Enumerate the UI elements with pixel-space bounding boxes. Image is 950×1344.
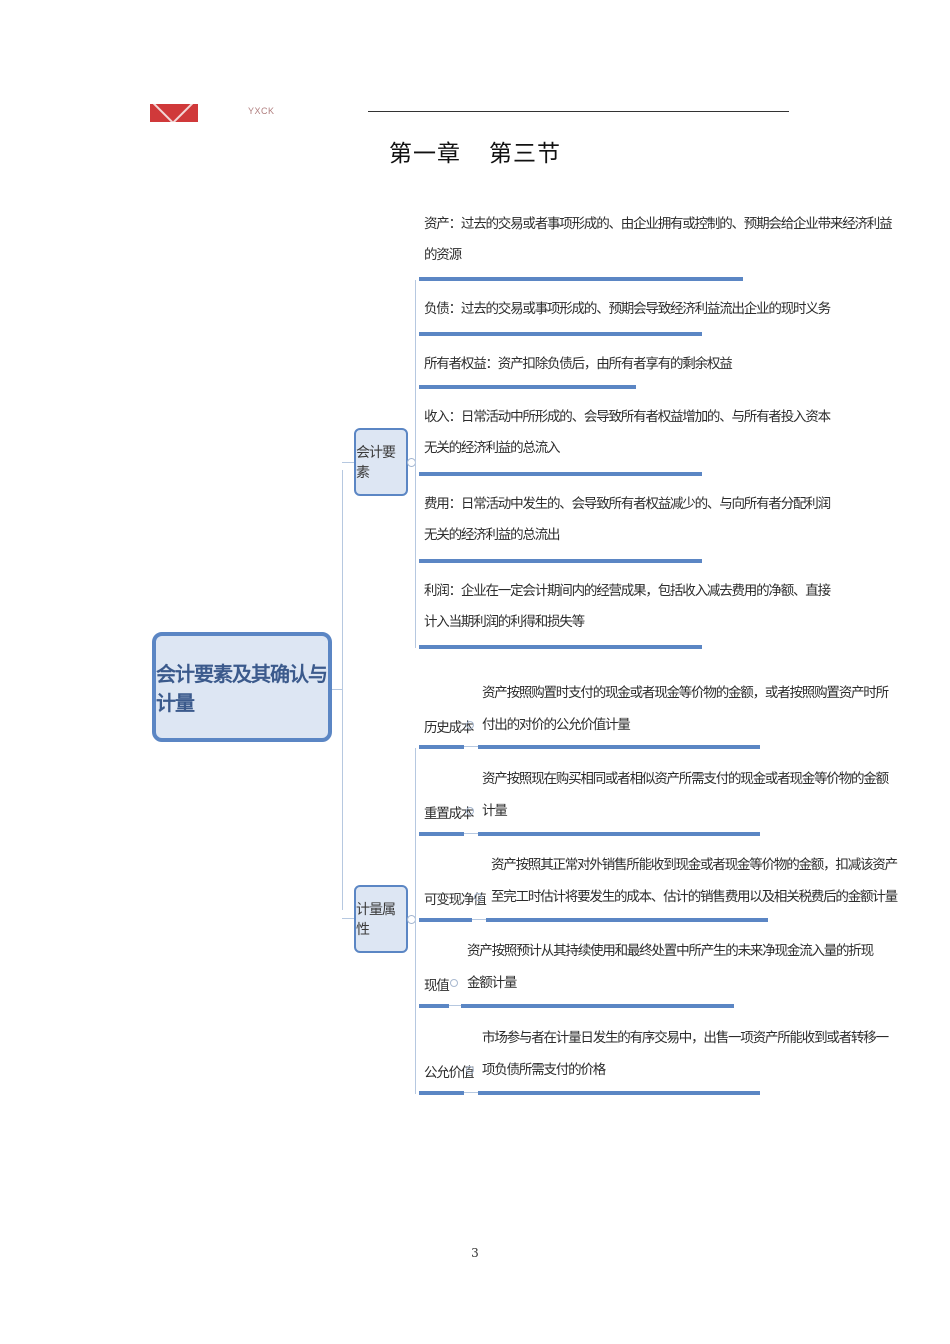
leaf-asset: 资产：过去的交易或者事项形成的、由企业拥有或控制的、预期会给企业带来经济利益 的… <box>424 216 893 263</box>
connector <box>464 1092 478 1093</box>
branch-node-accounting-elements: 会计要素 <box>354 428 408 496</box>
root-label: 会计要素及其确认与计量 <box>156 662 328 715</box>
measure-desc-historical-cost: 资产按照购置时支付的现金或者现金等价物的金额，或者按照购置资产时所 付出的对价的… <box>482 685 889 733</box>
connector <box>342 918 354 919</box>
connector <box>449 1005 461 1006</box>
connector <box>464 833 478 834</box>
measure-desc-replacement-cost: 资产按照现在购买相同或者相似资产所需支付的现金或者现金等价物的金额 计量 <box>482 771 889 819</box>
collapse-toggle-icon[interactable] <box>450 979 458 987</box>
page-number: 3 <box>471 1246 479 1260</box>
connector <box>332 689 342 690</box>
collapse-toggle-icon[interactable] <box>466 721 474 729</box>
label-underline <box>419 1004 449 1008</box>
label-underline <box>419 832 464 836</box>
label-underline <box>419 918 472 922</box>
mindmap-root-node: 会计要素及其确认与计量 <box>152 632 332 742</box>
desc-underline <box>478 832 760 836</box>
label-underline <box>419 1091 464 1095</box>
header-rule <box>368 111 789 112</box>
leaf-underline <box>419 472 702 476</box>
leaf-underline <box>419 385 636 389</box>
desc-underline <box>478 745 760 749</box>
leaf-owners-equity: 所有者权益：资产扣除负债后，由所有者享有的剩余权益 <box>424 356 733 372</box>
connector <box>342 470 343 910</box>
branch-node-measurement-attributes: 计量属性 <box>354 885 408 953</box>
page-title: 第一章 第三节 <box>0 134 950 168</box>
connector <box>472 919 486 920</box>
leaf-revenue: 收入：日常活动中所形成的、会导致所有者权益增加的、与所有者投入资本 无关的经济利… <box>424 409 831 456</box>
leaf-underline <box>419 277 743 281</box>
collapse-toggle-icon[interactable] <box>466 807 474 815</box>
leaf-liability: 负债：过去的交易或事项形成的、预期会导致经济利益流出企业的现时义务 <box>424 301 831 317</box>
leaf-expense: 费用：日常活动中发生的、会导致所有者权益减少的、与向所有者分配利润 无关的经济利… <box>424 496 831 543</box>
branch-bracket-line <box>415 748 416 1094</box>
leaf-underline <box>419 559 702 563</box>
branch-label: 计量属性 <box>356 902 396 938</box>
measure-desc-fair-value: 市场参与者在计量日发生的有序交易中，出售一项资产所能收到或者转移一 项负债所需支… <box>482 1030 889 1078</box>
section-label: 第三节 <box>489 141 561 167</box>
collapse-toggle-icon[interactable] <box>474 893 482 901</box>
measure-desc-net-realizable-value: 资产按照其正常对外销售所能收到现金或者现金等价物的金额，扣减该资产 至完工时估计… <box>491 857 898 905</box>
desc-underline <box>478 1091 760 1095</box>
desc-underline <box>486 918 768 922</box>
label-underline <box>419 745 464 749</box>
leaf-underline <box>419 332 702 336</box>
desc-underline <box>461 1004 734 1008</box>
measure-label-historical-cost: 历史成本 <box>424 720 474 736</box>
measure-label-replacement-cost: 重置成本 <box>424 806 474 822</box>
leaf-profit: 利润：企业在一定会计期间内的经营成果，包括收入减去费用的净额、直接 计入当期利润… <box>424 583 831 630</box>
collapse-toggle-icon[interactable] <box>466 1066 474 1074</box>
measure-label-present-value: 现值 <box>424 978 450 994</box>
connector <box>464 746 478 747</box>
measure-label-fair-value: 公允价值 <box>424 1065 474 1081</box>
leaf-underline <box>419 645 702 649</box>
branch-label: 会计要素 <box>356 445 396 481</box>
measure-desc-present-value: 资产按照预计从其持续使用和最终处置中所产生的未来净现金流入量的折现 金额计量 <box>467 943 874 991</box>
brand-logo <box>150 104 198 122</box>
connector <box>342 462 354 463</box>
branch-bracket-line <box>415 280 416 648</box>
chapter-label: 第一章 <box>389 141 461 167</box>
measure-label-net-realizable-value: 可变现净值 <box>424 892 487 908</box>
brand-name: YXCK <box>248 106 275 116</box>
